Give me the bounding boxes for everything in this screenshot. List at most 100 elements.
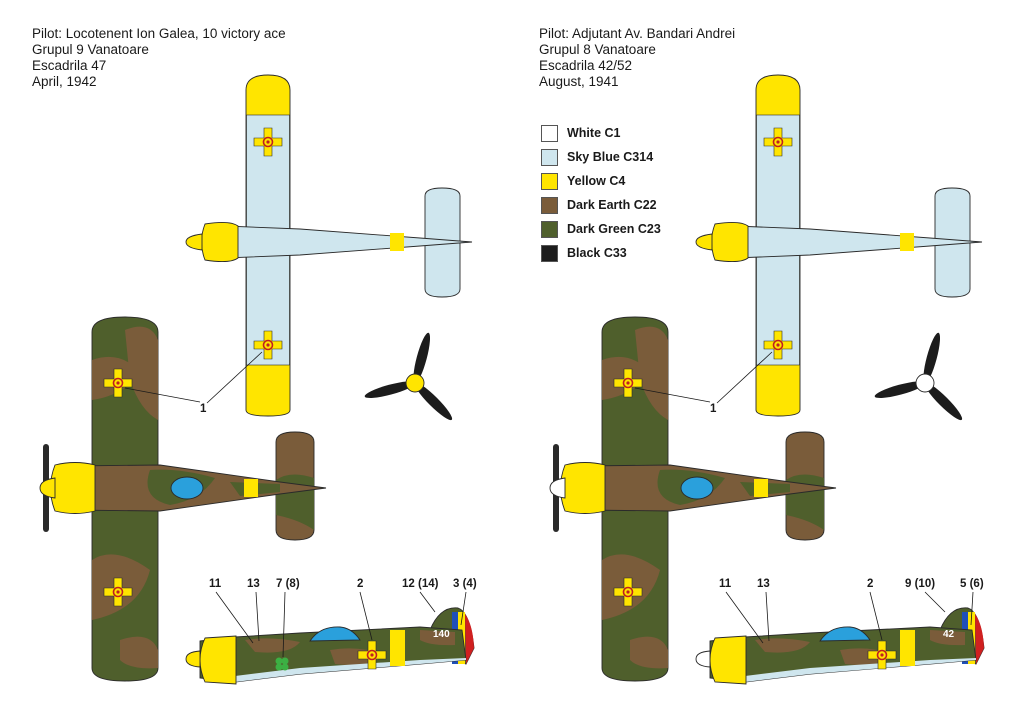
aircraft-2-drawings: 42 [549, 74, 985, 685]
canopy-side [819, 626, 871, 642]
propeller-blade [874, 381, 926, 399]
callout-label: 1 [710, 403, 717, 415]
spinner-side [695, 650, 711, 668]
propeller-blade [364, 381, 416, 399]
group-line: Grupul 9 Vanatoare [32, 42, 149, 57]
canopy-side [309, 626, 361, 642]
legend-swatch [541, 196, 558, 214]
belly [235, 658, 466, 682]
cowling [201, 221, 239, 263]
callout-label: 5 (6) [960, 578, 984, 590]
legend-item: Sky Blue C314 [541, 145, 661, 169]
squadron-line: Escadrila 42/52 [539, 58, 633, 73]
aircraft-2-callouts: 1 11 13 2 9 (10) 5 (6) [634, 351, 984, 644]
fuselage-band [754, 479, 768, 497]
callout-label: 1 [200, 403, 207, 415]
underside-view [185, 74, 473, 417]
aircraft-1-drawings: 140 [39, 74, 475, 685]
callout-label: 2 [867, 578, 873, 590]
callout-label: 12 (14) [402, 578, 439, 590]
legend-item: Dark Earth C22 [541, 193, 661, 217]
cowling-side [199, 635, 237, 685]
callout-label: 11 [719, 578, 732, 590]
side-view: 42 [695, 607, 985, 685]
propeller-blade [414, 382, 453, 421]
propeller-hub [915, 373, 935, 393]
legend-label: Yellow C4 [567, 174, 626, 188]
aircraft-1-callouts: 1 11 13 7 (8) 2 12 (14) 3 (4) [124, 351, 477, 658]
callout-label: 9 (10) [905, 578, 935, 590]
fuselage-band [900, 630, 915, 666]
legend-label: Dark Earth C22 [567, 198, 657, 212]
callout-label: 13 [247, 578, 260, 590]
camo-patch [92, 326, 158, 669]
legend-label: Sky Blue C314 [567, 150, 654, 164]
callout-label: 13 [757, 578, 770, 590]
spinner-top [39, 477, 56, 499]
side-view: 140 [185, 607, 475, 685]
cowling-top [50, 462, 96, 514]
canopy [170, 476, 204, 500]
legend-label: Black C33 [567, 246, 627, 260]
tail-code: 140 [433, 629, 450, 640]
propeller-blade [413, 332, 431, 384]
spinner [185, 233, 203, 251]
aircraft-1-info: Pilot: Locotenent Ion Galea, 10 victory … [32, 26, 286, 90]
rudder-red-stripe [975, 614, 984, 664]
callout-line [634, 351, 773, 404]
cowling [711, 221, 749, 263]
legend-item: White C1 [541, 121, 661, 145]
propeller-blade [924, 382, 963, 421]
pilot-line: Pilot: Locotenent Ion Galea, 10 victory … [32, 26, 286, 41]
legend-swatch [541, 124, 558, 142]
callout-line [725, 591, 974, 644]
camo-patch [602, 326, 668, 669]
legend-swatch [541, 220, 558, 238]
rudder-red-stripe [465, 614, 474, 664]
color-legend: White C1 Sky Blue C314 Yellow C4 Dark Ea… [541, 121, 661, 265]
group-line: Grupul 8 Vanatoare [539, 42, 656, 57]
fuselage-band [390, 630, 405, 666]
callout-label: 11 [209, 578, 222, 590]
callout-line [215, 591, 467, 658]
callout-line [124, 351, 263, 404]
legend-swatch [541, 172, 558, 190]
cowling-top [560, 462, 606, 514]
squadron-line: Escadrila 47 [32, 58, 107, 73]
legend-label: White C1 [567, 126, 621, 140]
aircraft-2-profile-set: 42 [549, 74, 985, 685]
propeller [364, 332, 453, 421]
clover-emblem-icon [275, 657, 289, 671]
date-line: April, 1942 [32, 74, 97, 89]
propeller-hub [405, 373, 425, 393]
legend-item: Black C33 [541, 241, 661, 265]
belly [745, 658, 976, 682]
propeller [874, 332, 963, 421]
date-line: August, 1941 [539, 74, 619, 89]
fuselage-band [900, 233, 914, 251]
legend-item: Dark Green C23 [541, 217, 661, 241]
canopy [680, 476, 714, 500]
propeller-blade [923, 332, 941, 384]
tail-code: 42 [943, 629, 955, 640]
camo-patch [245, 630, 455, 665]
legend-swatch [541, 148, 558, 166]
pilot-line: Pilot: Adjutant Av. Bandari Andrei [539, 26, 736, 41]
callout-label: 7 (8) [276, 578, 300, 590]
top-view [549, 316, 837, 682]
fuselage-band [244, 479, 258, 497]
legend-label: Dark Green C23 [567, 222, 661, 236]
legend-swatch [541, 244, 558, 262]
camo-patch [755, 630, 965, 665]
callout-label: 3 (4) [453, 578, 477, 590]
spinner-top [549, 477, 566, 499]
cowling-side [709, 635, 747, 685]
legend-item: Yellow C4 [541, 169, 661, 193]
top-view [39, 316, 327, 682]
spinner-side [185, 650, 201, 668]
callout-label: 2 [357, 578, 363, 590]
aircraft-2-info: Pilot: Adjutant Av. Bandari Andrei Grupu… [539, 26, 735, 90]
fuselage-band [390, 233, 404, 251]
spinner [695, 233, 713, 251]
